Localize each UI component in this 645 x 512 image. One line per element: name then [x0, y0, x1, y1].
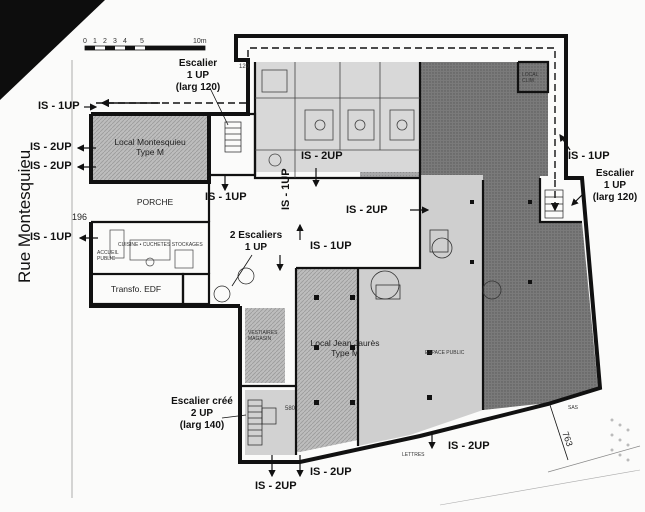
scale-bar	[84, 45, 206, 51]
inner-walls	[89, 60, 582, 455]
corner-triangle	[0, 0, 105, 100]
exit-label-9: IS - 1UP	[568, 150, 610, 162]
exit-label-7: IS - 2UP	[346, 204, 388, 216]
scale-tick-1: 1	[93, 38, 97, 45]
columns	[314, 200, 532, 405]
exit-label-5: IS - 1UP	[205, 191, 247, 203]
room-porche: PORCHE	[136, 197, 174, 207]
room-fixtures	[109, 229, 194, 269]
room-accueil: ACCUEIL PUBLIC	[97, 250, 119, 262]
stair-right-line-3: (larg 120)	[592, 192, 638, 203]
exit-label-vertical: IS - 1UP	[280, 168, 292, 210]
leader-lines	[209, 87, 569, 461]
exit-label-10: IS - 2UP	[448, 440, 490, 452]
room-jean-jaures-type: Type M	[331, 348, 359, 358]
room-vestiaires: VESTIAIRES MAGASIN	[248, 330, 278, 342]
exit-label-12: IS - 2UP	[255, 480, 297, 492]
exit-label-3: IS - 2UP	[30, 160, 72, 172]
stair-top-line-1: Escalier	[178, 58, 218, 69]
scale-tick-2: 2	[103, 38, 107, 45]
stair-label-right: Escalier 1 UP (larg 120)	[586, 168, 644, 204]
montesquieu-zone	[91, 116, 209, 182]
room-local-clim: LOCAL CLIM	[522, 72, 539, 84]
exit-label-8: IS - 1UP	[310, 240, 352, 252]
stair-label-top: Escalier 1 UP (larg 120)	[168, 58, 228, 94]
exit-label-11: IS - 2UP	[310, 466, 352, 478]
street-label: Rue Montesquieu	[15, 149, 34, 283]
exit-label-6: IS - 2UP	[301, 150, 343, 162]
room-sas: SAS	[568, 405, 579, 411]
scale-tick-0: 0	[83, 38, 87, 45]
room-local-montesquieu-name: Local Montesquieu	[114, 137, 186, 147]
stair-label-two: 2 Escaliers 1 UP	[226, 230, 286, 254]
dark-zone	[420, 62, 598, 410]
scale-tick-5: 5	[140, 38, 144, 45]
dot-pattern	[610, 418, 630, 462]
office-partitions	[255, 62, 420, 178]
scale-end-label: 10m	[193, 38, 207, 45]
scale-tick-4: 4	[123, 38, 127, 45]
room-local-montesquieu: Local Montesquieu Type M	[95, 137, 205, 157]
stair-label-created: Escalier créé 2 UP (larg 140)	[164, 396, 240, 432]
stair-top-line-3: (larg 120)	[175, 82, 221, 93]
room-cuisines: CUISINE • CUCHETES STOCKAGES	[118, 242, 203, 248]
espace-public-zone	[358, 175, 483, 446]
stair-two-line-1: 2 Escaliers	[229, 230, 283, 241]
exit-label-2: IS - 2UP	[30, 141, 72, 153]
office-zone	[255, 62, 420, 172]
room-jean-jaures: Local Jean Jaurès Type M	[300, 338, 390, 358]
vestiaires-zone	[245, 308, 285, 383]
room-local-montesquieu-type: Type M	[136, 147, 164, 157]
stair-created-line-2: 2 UP	[190, 408, 214, 419]
dimension-196: 196	[72, 212, 88, 222]
stair-created-line-1: Escalier créé	[171, 396, 233, 407]
espace-public-fixtures	[370, 229, 502, 300]
jean-jaures-zone	[296, 268, 358, 452]
room-espace-public: ESPACE PUBLIC	[425, 350, 465, 356]
stair-right-line-1: Escalier	[595, 168, 635, 179]
room-lettres: LETTRES	[402, 452, 425, 458]
dimension-120: 120	[239, 64, 250, 70]
room-transfo: Transfo. EDF	[110, 284, 162, 294]
evac-path-top	[96, 47, 556, 180]
stair-right-line-2: 1 UP	[603, 180, 627, 191]
stairs	[213, 121, 564, 446]
exit-arrows	[76, 103, 583, 478]
stair-top-line-2: 1 UP	[186, 70, 210, 81]
dimension-580: 580	[285, 406, 296, 412]
stair-zone	[245, 390, 295, 455]
room-jean-jaures-name: Local Jean Jaurès	[310, 338, 380, 348]
stair-created-line-3: (larg 140)	[179, 420, 225, 431]
stair-two-line-2: 1 UP	[244, 242, 268, 253]
exit-label-1: IS - 1UP	[38, 100, 80, 112]
scale-tick-3: 3	[113, 38, 117, 45]
exit-label-4: IS - 1UP	[30, 231, 72, 243]
